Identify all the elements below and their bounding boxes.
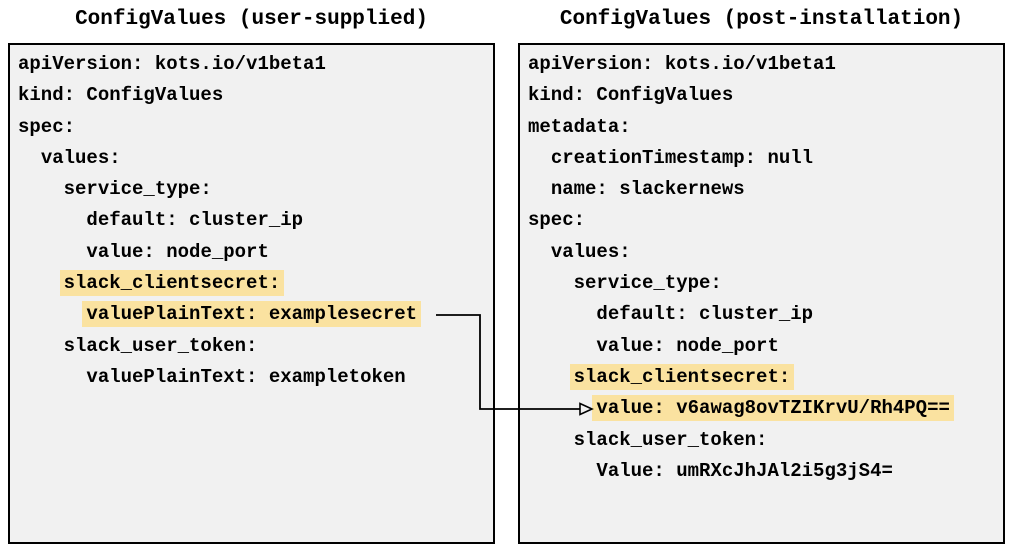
user-supplied-config-panel: apiVersion: kots.io/v1beta1 kind: Config… <box>8 43 495 544</box>
code-line: value: v6awag8ovTZIKrvU/Rh4PQ== <box>528 393 997 424</box>
code-line: spec: <box>528 209 586 232</box>
code-line: apiVersion: kots.io/v1beta1 <box>18 53 326 75</box>
post-installation-title: ConfigValues (post-installation) <box>559 8 964 31</box>
code-line: metadata: <box>528 115 631 138</box>
code-line: spec: <box>18 115 76 138</box>
code-line: valuePlainText: exampletoken <box>86 365 406 388</box>
code-line: service_type: <box>63 178 212 201</box>
code-line: name: slackernews <box>550 178 745 201</box>
code-line: default: cluster_ip <box>596 303 814 326</box>
code-line: kind: ConfigValues <box>18 84 224 107</box>
post-installation-config-panel: apiVersion: kots.io/v1beta1 kind: Config… <box>518 43 1005 544</box>
code-line: creationTimestamp: null <box>550 146 814 169</box>
code-line: default: cluster_ip <box>86 209 304 232</box>
code-line: value: node_port <box>86 240 269 263</box>
highlight: valuePlainText: examplesecret <box>82 301 422 328</box>
code-line: slack_clientsecret: <box>18 268 487 299</box>
highlight: slack_clientsecret: <box>569 363 795 390</box>
code-line: slack_user_token: <box>63 334 258 357</box>
highlight: slack_clientsecret: <box>59 270 285 297</box>
highlight: value: v6awag8ovTZIKrvU/Rh4PQ== <box>592 395 954 422</box>
code-line: value: node_port <box>596 334 779 357</box>
code-line: slack_clientsecret: <box>528 362 997 393</box>
code-line: Value: umRXcJhJAl2i5g3jS4= <box>596 459 893 482</box>
code-line: values: <box>40 146 121 169</box>
code-line: valuePlainText: examplesecret <box>18 299 487 330</box>
code-line: kind: ConfigValues <box>528 84 734 107</box>
code-line: values: <box>550 240 631 263</box>
user-supplied-title: ConfigValues (user-supplied) <box>75 8 428 31</box>
code-line: service_type: <box>573 272 722 295</box>
code-line: apiVersion: kots.io/v1beta1 <box>528 53 836 75</box>
code-line: slack_user_token: <box>573 428 768 451</box>
